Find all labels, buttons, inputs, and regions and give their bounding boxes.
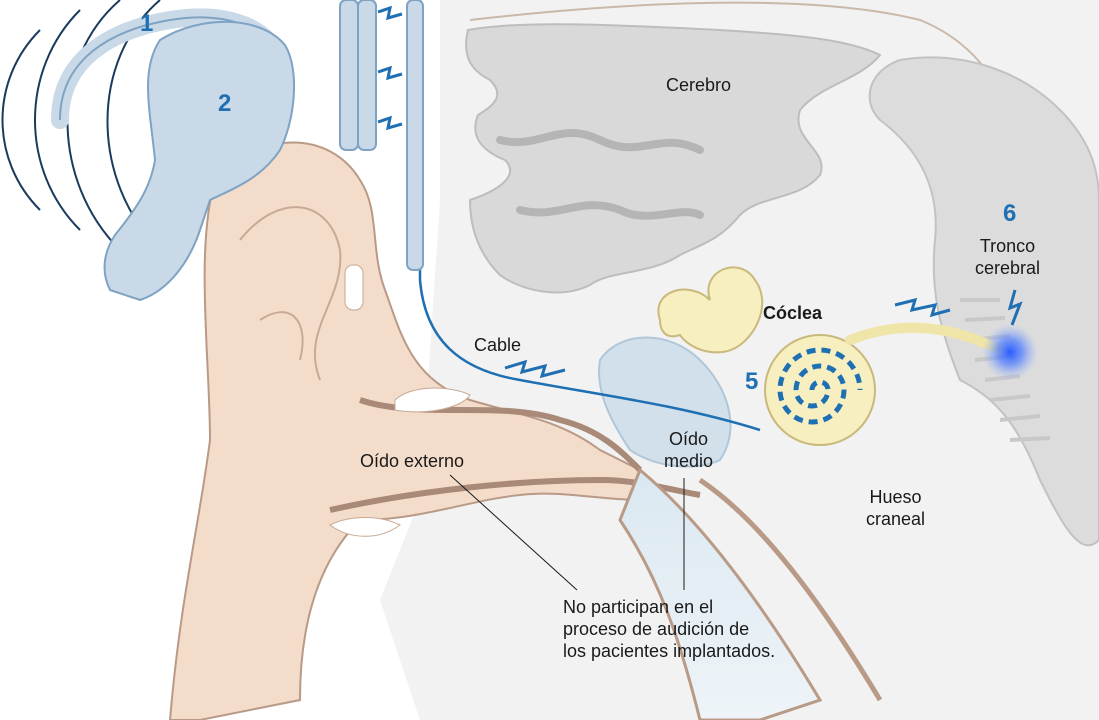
label-brainstem: Tronco cerebral bbox=[975, 235, 1040, 279]
label-middle-ear: Oído medio bbox=[664, 428, 713, 472]
note-text: No participan en el proceso de audición … bbox=[563, 596, 775, 662]
signal-zigzag-top-1 bbox=[378, 8, 402, 18]
marker-6: 6 bbox=[1003, 200, 1016, 228]
note-line3: los pacientes implantados. bbox=[563, 640, 775, 662]
transmitter-rod-mid bbox=[358, 0, 376, 150]
marker-5: 5 bbox=[745, 368, 758, 396]
brainstem-signal-glow bbox=[982, 324, 1038, 380]
label-brainstem-line2: cerebral bbox=[975, 257, 1040, 279]
note-line2: proceso de audición de bbox=[563, 618, 775, 640]
label-outer-ear: Oído externo bbox=[360, 450, 464, 472]
label-brain: Cerebro bbox=[666, 74, 731, 96]
signal-zigzag-top-3 bbox=[378, 118, 402, 128]
transmitter-rod-right bbox=[407, 0, 423, 270]
label-middle-ear-line2: medio bbox=[664, 450, 713, 472]
label-middle-ear-line1: Oído bbox=[664, 428, 713, 450]
label-skull-line1: Hueso bbox=[866, 486, 925, 508]
label-brainstem-line1: Tronco bbox=[975, 235, 1040, 257]
note-line1: No participan en el bbox=[563, 596, 775, 618]
marker-1: 1 bbox=[140, 10, 153, 38]
transmitter-rod-left bbox=[340, 0, 358, 150]
cochlea-body bbox=[765, 335, 875, 445]
label-skull-line2: craneal bbox=[866, 508, 925, 530]
label-cochlea: Cóclea bbox=[763, 302, 822, 324]
label-skull: Hueso craneal bbox=[866, 486, 925, 530]
signal-zigzag-top-2 bbox=[378, 68, 402, 78]
ear-hole-top bbox=[345, 265, 363, 310]
label-cable: Cable bbox=[474, 334, 521, 356]
marker-2: 2 bbox=[218, 90, 231, 118]
